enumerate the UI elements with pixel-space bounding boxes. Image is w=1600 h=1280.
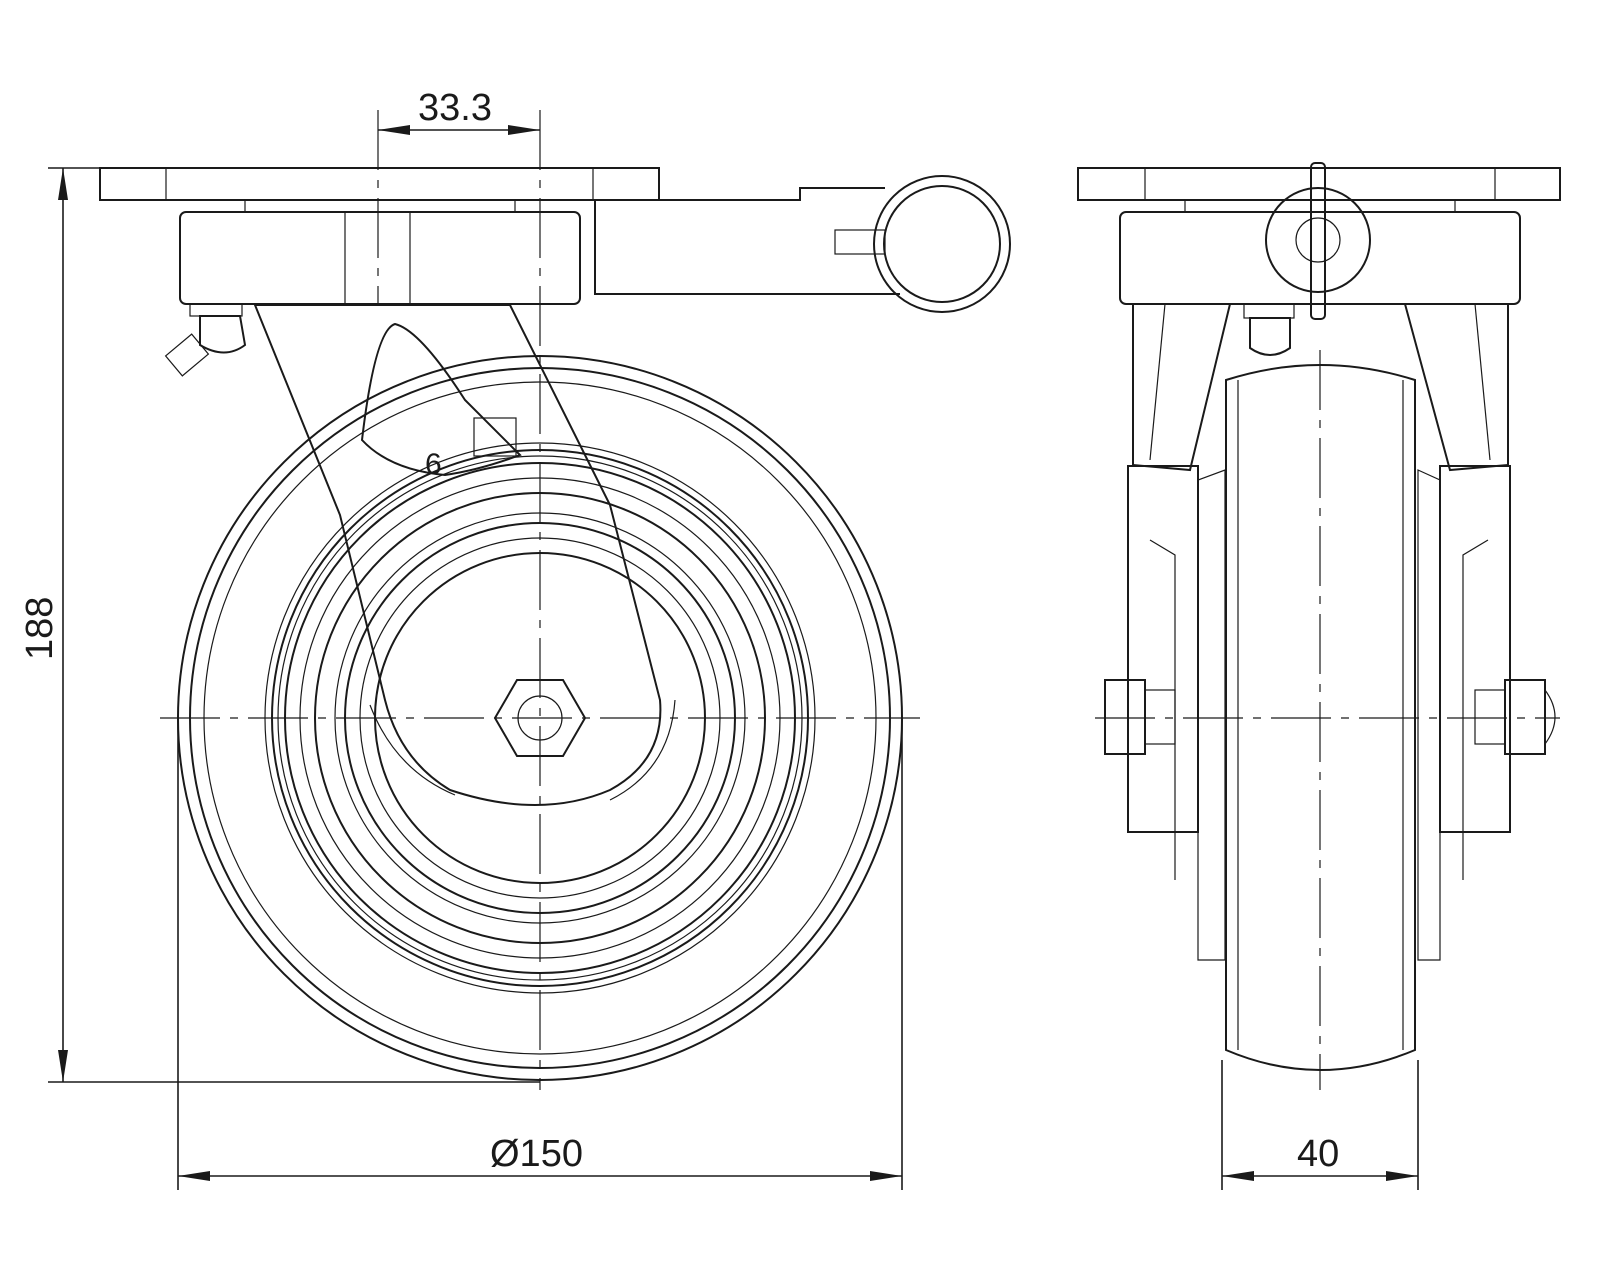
dimension-height: 188: [19, 167, 540, 1083]
side-view: [1077, 162, 1561, 1090]
front-fork: [253, 304, 676, 806]
side-plates: [1127, 465, 1511, 961]
side-swivel-head: [1119, 162, 1521, 320]
side-grease-nipple: [1243, 303, 1295, 356]
dimension-width-label: 40: [1297, 1133, 1339, 1175]
side-fork: [1132, 303, 1509, 472]
dimension-offset: 33.3: [378, 87, 540, 135]
front-brake-lever: [594, 175, 1011, 313]
front-brake-shoe: 6: [360, 322, 522, 481]
dimension-diameter-label: Ø150: [490, 1133, 583, 1175]
front-grease-nipple: [164, 303, 247, 377]
front-view: 6: [99, 110, 1011, 1090]
dimension-offset-label: 33.3: [418, 87, 492, 129]
dimension-height-label: 188: [19, 597, 61, 660]
part-number-mark: 6: [425, 448, 442, 481]
front-swivel-head: [179, 211, 581, 305]
dimension-diameter: Ø150: [177, 718, 903, 1190]
side-axle-bolt: [1104, 679, 1556, 755]
side-top-plate: [1077, 167, 1561, 213]
dimension-width: 40: [1221, 1060, 1419, 1190]
front-top-plate: [99, 167, 660, 213]
side-wheel: [1225, 364, 1416, 1071]
